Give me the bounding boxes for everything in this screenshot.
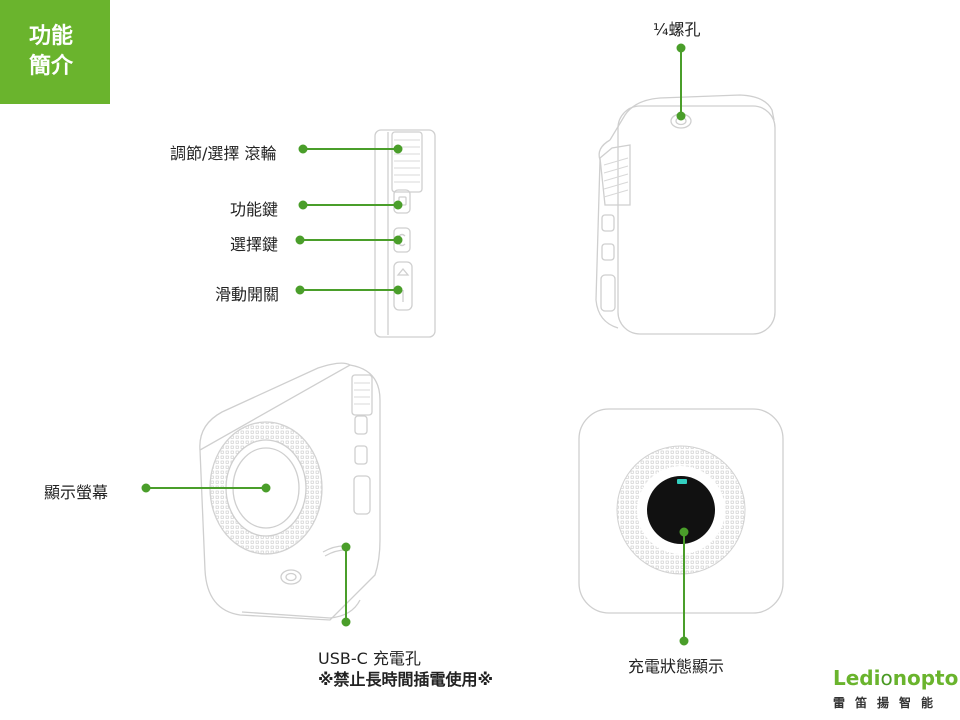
dial-label: 調節/選擇 滾輪 xyxy=(170,144,277,163)
display-label: 顯示螢幕 xyxy=(44,483,109,502)
front-view-device xyxy=(199,362,381,621)
select-key-label: 選擇鍵 xyxy=(230,235,279,254)
callout-lines xyxy=(141,43,689,646)
function-key-label: 功能鍵 xyxy=(230,200,279,219)
charge-status-label: 充電狀態顯示 xyxy=(628,657,725,676)
brand-logo: Ledionopto xyxy=(833,666,959,690)
section-title: 功能 簡介 xyxy=(29,24,74,79)
back-view-device xyxy=(578,408,784,614)
brand-tagline: 雷笛揚智能 xyxy=(833,696,944,710)
side-view-device xyxy=(374,129,436,338)
usb-port-label: USB-C 充電孔 xyxy=(318,649,421,668)
thread-hole-label: ¼螺孔 xyxy=(653,20,701,39)
top-view-device xyxy=(595,94,776,335)
logo-mark-icon: o xyxy=(880,666,893,690)
usb-warning-label: ※禁止長時間插電使用※ xyxy=(318,670,494,689)
slide-switch-label: 滑動開關 xyxy=(215,285,280,304)
section-header: 功能 簡介 xyxy=(0,0,110,104)
